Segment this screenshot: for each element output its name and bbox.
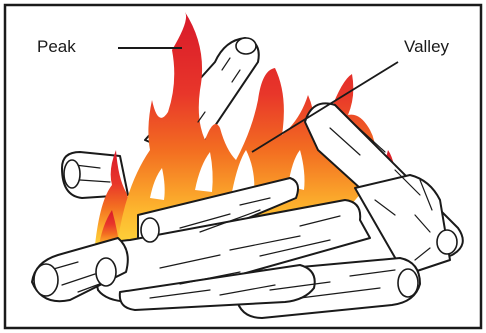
log-end-right	[437, 230, 457, 254]
log-end-front-left	[34, 264, 58, 296]
log-end-middle	[141, 218, 159, 242]
log-end-top	[236, 38, 256, 54]
log-end-left	[64, 160, 80, 188]
log-end-bottom-long	[96, 258, 116, 286]
valley-label: Valley	[404, 38, 449, 55]
log-end-bottom-right	[398, 269, 418, 297]
peak-label: Peak	[37, 38, 76, 55]
